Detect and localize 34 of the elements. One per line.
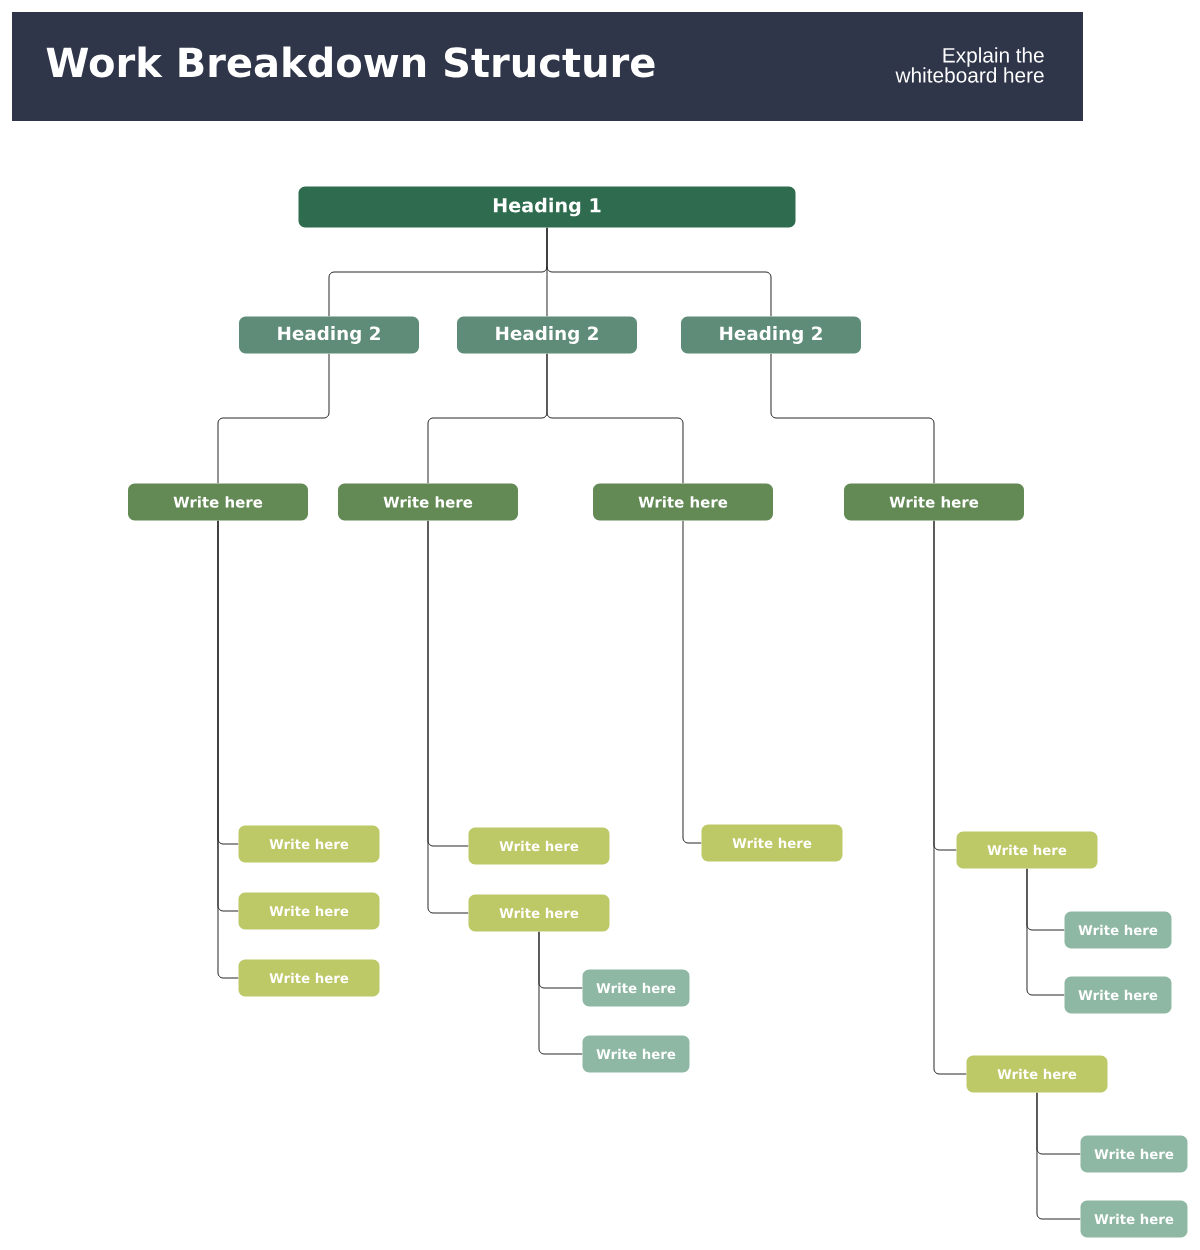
wbs-box: Write here xyxy=(1064,911,1172,949)
connector-line xyxy=(217,353,330,484)
wbs-box: Write here xyxy=(582,1035,690,1073)
connector-line xyxy=(1026,868,1065,996)
connector-line xyxy=(546,227,772,317)
wbs-box: Write here xyxy=(1080,1135,1188,1173)
wbs-box: Write here xyxy=(238,825,380,863)
wbs-box: Write here xyxy=(128,483,308,521)
connector-line xyxy=(546,353,684,484)
wbs-box: Write here xyxy=(844,483,1024,521)
wbs-box: Write here xyxy=(956,831,1098,869)
wbs-box: Write here xyxy=(701,824,843,862)
wbs-box: Heading 2 xyxy=(457,316,637,354)
wbs-box: Write here xyxy=(966,1055,1108,1093)
connector-line xyxy=(1036,1092,1081,1220)
wbs-box: Heading 2 xyxy=(239,316,419,354)
wbs-box: Write here xyxy=(582,969,690,1007)
wbs-box: Write here xyxy=(238,959,380,997)
wbs-box: Write here xyxy=(1080,1200,1188,1238)
title: Work Breakdown Structure xyxy=(46,46,655,78)
wbs-box: Write here xyxy=(1064,976,1172,1014)
connector-line xyxy=(770,353,935,484)
wbs-box: Write here xyxy=(468,894,610,932)
connector-line xyxy=(538,931,583,1055)
note-text: Explain the whiteboard here xyxy=(895,47,1044,83)
wbs-box: Write here xyxy=(338,483,518,521)
connector-line xyxy=(682,520,702,844)
wbs-box: Write here xyxy=(593,483,773,521)
connector-line xyxy=(933,520,967,1075)
wbs-box: Write here xyxy=(468,827,610,865)
connector-line xyxy=(427,520,469,914)
wbs-box: Heading 2 xyxy=(681,316,861,354)
wbs-box: Write here xyxy=(238,892,380,930)
wbs-box: Heading 1 xyxy=(298,186,796,228)
